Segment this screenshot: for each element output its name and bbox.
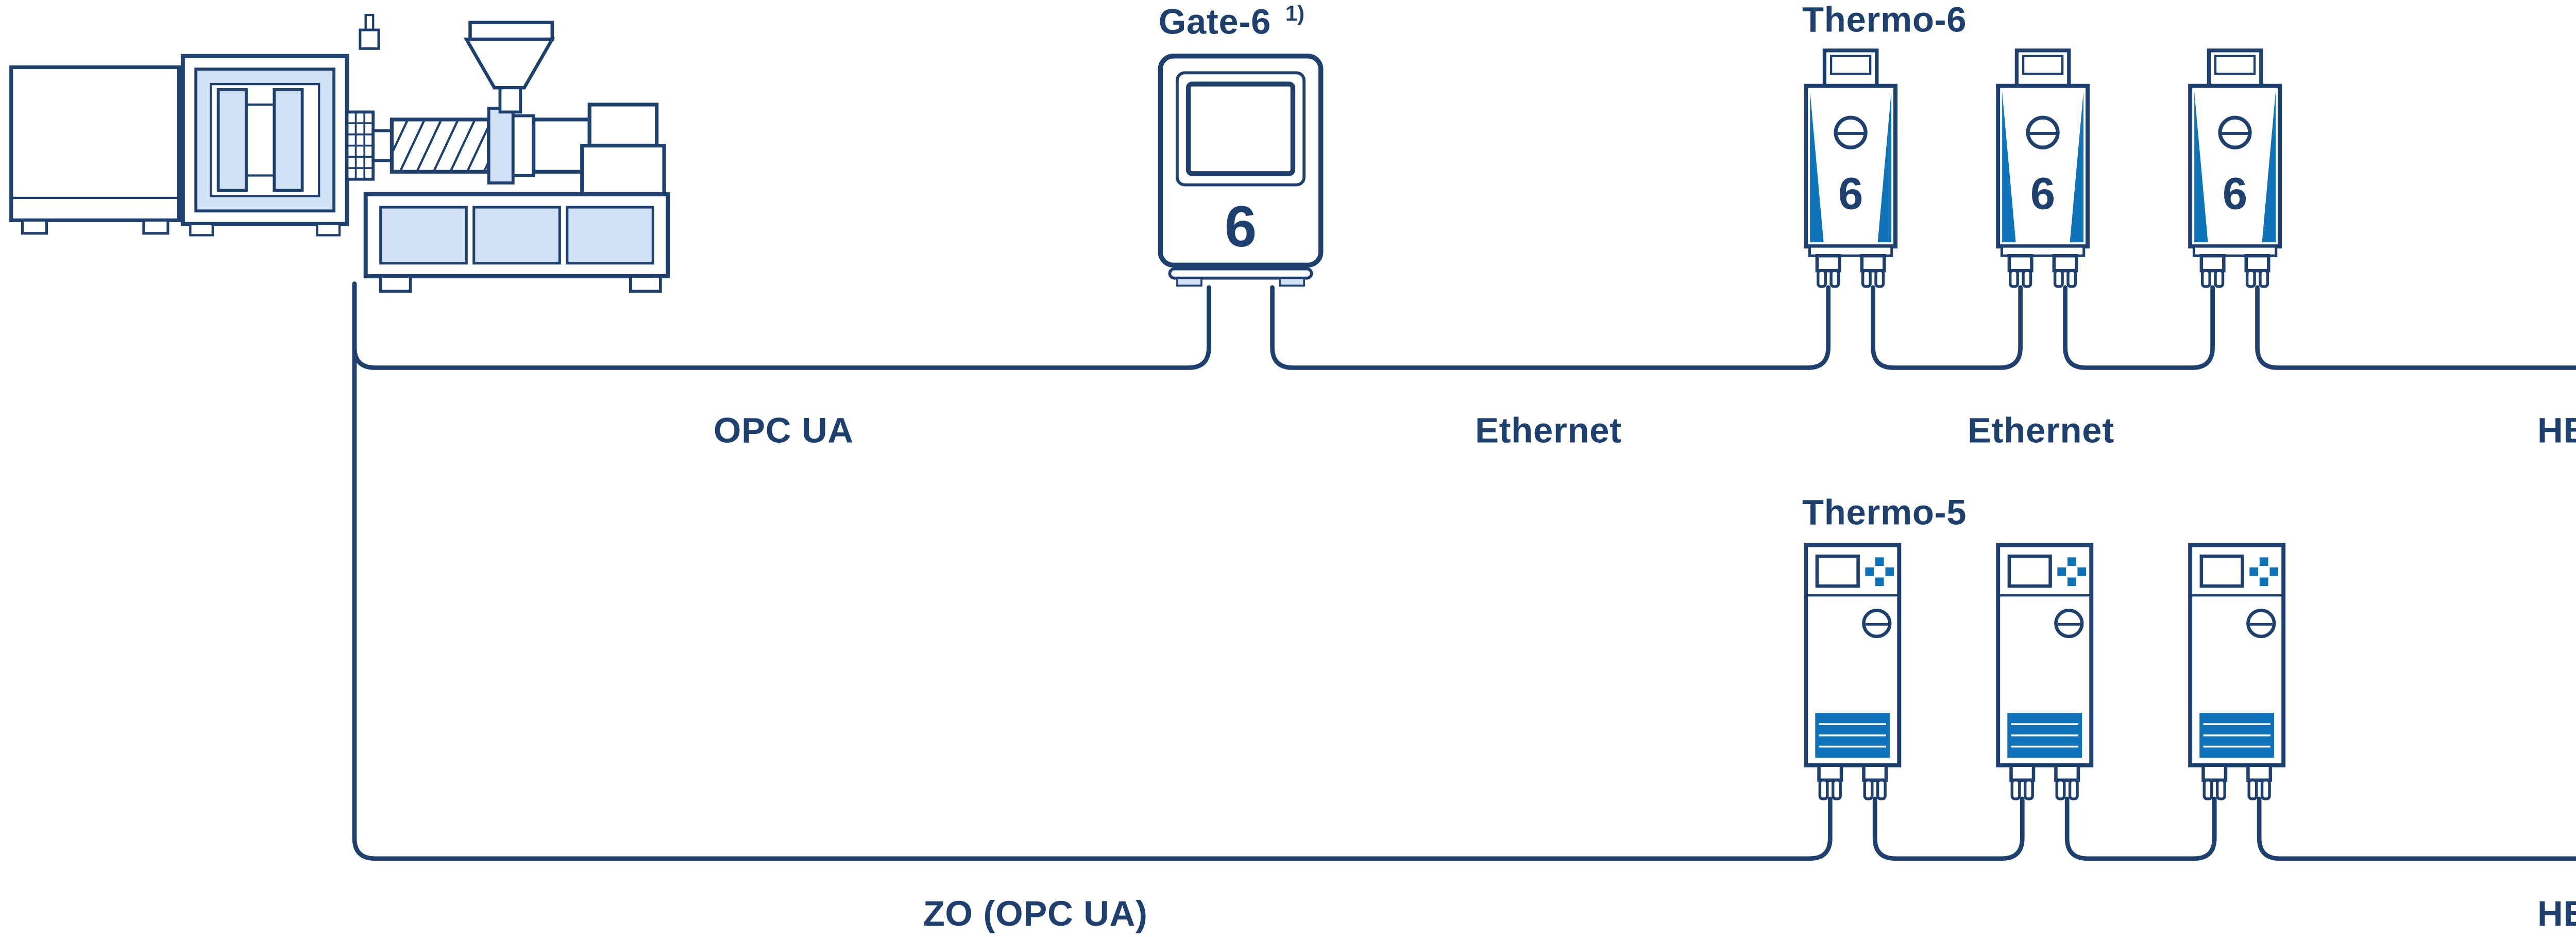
control-panel <box>345 110 375 181</box>
thermo6-digit: 6 <box>2030 169 2055 219</box>
left-flank-panel <box>1810 91 1824 243</box>
display-screen <box>2199 554 2244 588</box>
ventilation-grille <box>2199 713 2275 758</box>
connector-left <box>1815 254 1841 288</box>
right-flank-panel <box>1877 91 1892 243</box>
cable-ethernet-1 <box>1270 285 1831 370</box>
safety-guard <box>9 65 181 235</box>
display-screen <box>1185 81 1296 176</box>
foot <box>1279 277 1305 287</box>
cables <box>352 281 2576 861</box>
hopper <box>463 21 555 114</box>
thermo6-label: Thermo-6 <box>1802 0 1967 40</box>
connector-left <box>2009 763 2036 800</box>
hb-bottom-label: HB <box>2537 894 2576 933</box>
hb-therm-logo-icon <box>1862 608 1892 639</box>
connector-right <box>1860 254 1886 288</box>
gate6-digit: 6 <box>1225 194 1257 259</box>
mold-platen <box>273 88 304 192</box>
ethernet-label-2: Ethernet <box>1968 410 2114 450</box>
hb-therm-logo-icon <box>1834 115 1868 149</box>
connector-right <box>2244 254 2270 288</box>
cable-zo-opc-ua <box>352 281 1833 861</box>
base-bar <box>1168 267 1313 280</box>
cable-ethernet-2b <box>2063 285 2215 370</box>
thermo6-device-3: 6 <box>2188 48 2282 288</box>
cable-hb-bottom-2 <box>2064 796 2217 861</box>
ventilation-grille <box>1815 713 1890 758</box>
thermo5-label: Thermo-5 <box>1802 493 1967 532</box>
thermo5-device-3 <box>2188 543 2286 800</box>
foot <box>1176 277 1202 287</box>
nozzle <box>371 129 394 162</box>
cable-hb-top <box>2255 285 2576 370</box>
thermo5-device-1 <box>1804 543 1902 800</box>
connector-left <box>2201 763 2228 800</box>
ventilation-grille <box>2007 713 2082 758</box>
connector-left <box>1817 763 1843 800</box>
cable-hb-bottom-1 <box>1872 796 2025 861</box>
opc-ua-label: OPC UA <box>714 410 854 450</box>
screw-barrel <box>389 118 491 174</box>
gate6-device: 6 <box>1158 54 1324 287</box>
injection-unit <box>371 103 666 196</box>
connector-left <box>2007 254 2033 288</box>
plus-icon <box>1865 557 1894 587</box>
connector-left <box>2199 254 2226 288</box>
injection-molding-machine <box>9 13 670 293</box>
labels: Gate-6 1) Thermo-6 Flow-5 2) OPC UA Ethe… <box>714 0 2576 933</box>
connector-right <box>1862 763 1888 800</box>
cable-opc-ua <box>352 281 1211 370</box>
plus-icon <box>2249 557 2279 587</box>
right-flank-panel <box>2262 91 2276 243</box>
signal-lamp <box>359 13 380 50</box>
thermo6-device-2: 6 <box>1996 48 2090 288</box>
zo-opc-ua-label: ZO (OPC UA) <box>923 894 1148 933</box>
cable-ethernet-2a <box>1871 285 2023 370</box>
hb-therm-logo-icon <box>2246 608 2276 639</box>
clamping-unit <box>180 54 349 237</box>
gate6-footnote: 1) <box>1285 1 1304 25</box>
hb-therm-logo-icon <box>2026 115 2060 149</box>
connector-right <box>2054 763 2080 800</box>
mold-platen <box>216 88 248 192</box>
ethernet-label-1: Ethernet <box>1475 410 1622 450</box>
plus-icon <box>2057 557 2087 587</box>
machine-base <box>363 192 670 293</box>
display-screen <box>1815 554 1860 588</box>
hb-therm-logo-icon <box>2054 608 2084 639</box>
thermo6-device-1: 6 <box>1804 48 1898 288</box>
thermo6-digit: 6 <box>1838 169 1863 219</box>
connector-right <box>2052 254 2078 288</box>
thermo5-device-2 <box>1996 543 2094 800</box>
gate6-label: Gate-6 <box>1159 2 1271 41</box>
cable-hb-bottom-3 <box>2257 796 2576 861</box>
hb-therm-logo-icon <box>2218 115 2252 149</box>
thermo6-digit: 6 <box>2223 169 2247 219</box>
connector-right <box>2246 763 2273 800</box>
screw-hatch <box>394 121 487 170</box>
display-screen <box>2007 554 2052 588</box>
hb-top-label: HB <box>2537 410 2576 450</box>
